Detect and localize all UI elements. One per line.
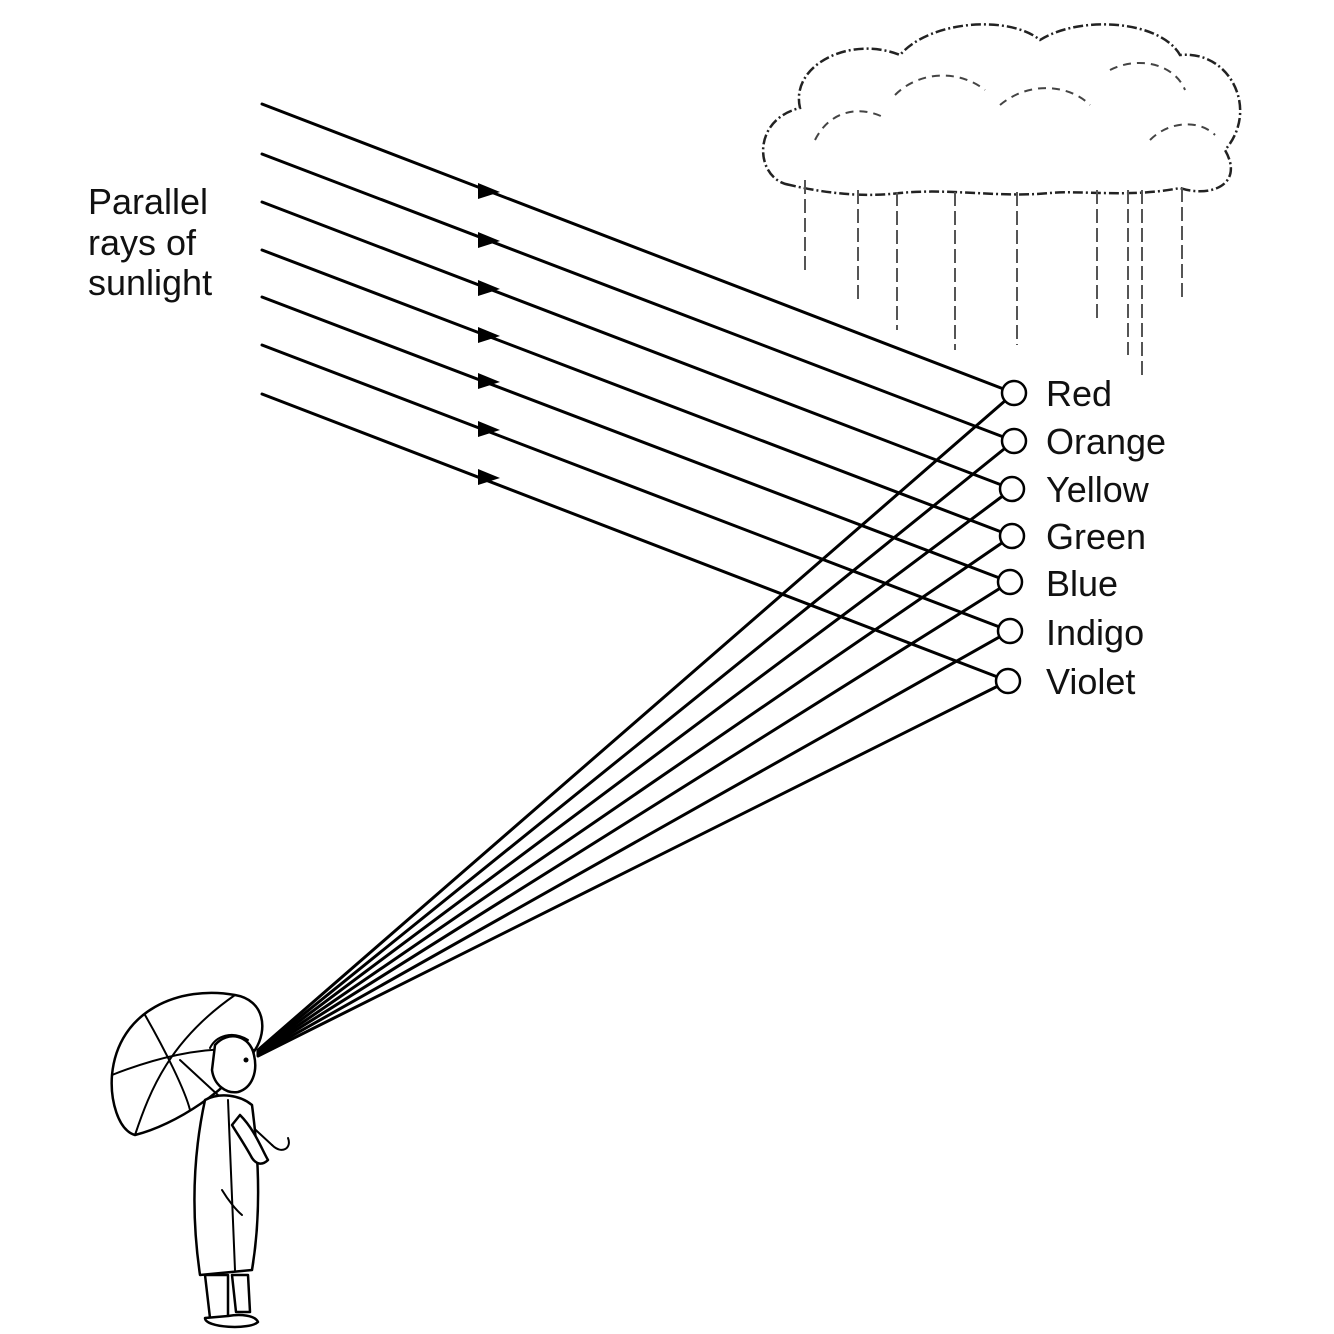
reflected-ray-orange bbox=[256, 439, 1016, 1053]
color-label-yellow: Yellow bbox=[1046, 469, 1150, 510]
color-label-orange: Orange bbox=[1046, 421, 1166, 462]
rain-icon bbox=[804, 180, 1183, 375]
reflected-ray-red bbox=[256, 391, 1016, 1052]
raindrop-icon bbox=[998, 522, 1026, 550]
raindrop-icon bbox=[996, 568, 1024, 596]
incoming-ray-blue bbox=[260, 295, 1012, 584]
incoming-ray-red bbox=[260, 102, 1016, 395]
reflected-ray-violet bbox=[256, 679, 1010, 1058]
reflected-ray-yellow bbox=[256, 487, 1014, 1054]
color-label-red: Red bbox=[1046, 373, 1112, 414]
incoming-ray-indigo bbox=[260, 343, 1012, 633]
color-label-violet: Violet bbox=[1046, 661, 1135, 702]
color-labels: Red Orange Yellow Green Blue Indigo Viol… bbox=[1046, 373, 1166, 702]
reflected-rays bbox=[256, 391, 1016, 1058]
color-label-green: Green bbox=[1046, 516, 1146, 557]
observer-with-umbrella-icon bbox=[110, 991, 290, 1329]
raindrops bbox=[994, 379, 1028, 695]
incoming-ray-violet bbox=[260, 392, 1010, 683]
incoming-ray-green bbox=[260, 248, 1014, 538]
raindrop-icon bbox=[1000, 427, 1028, 455]
incoming-ray-yellow bbox=[260, 200, 1014, 491]
raindrop-icon bbox=[998, 475, 1026, 503]
sunlight-label: Parallel rays of sunlight bbox=[88, 181, 218, 303]
ray-arrows bbox=[478, 183, 500, 485]
reflected-ray-blue bbox=[256, 580, 1012, 1056]
cloud-icon bbox=[761, 23, 1242, 197]
raindrop-icon bbox=[994, 667, 1022, 695]
raindrop-icon bbox=[1000, 379, 1028, 407]
reflected-ray-indigo bbox=[256, 629, 1012, 1057]
incoming-rays bbox=[260, 102, 1016, 683]
color-label-blue: Blue bbox=[1046, 563, 1118, 604]
reflected-ray-green bbox=[256, 534, 1014, 1055]
incoming-ray-orange bbox=[260, 152, 1016, 443]
color-label-indigo: Indigo bbox=[1046, 612, 1144, 653]
raindrop-icon bbox=[996, 617, 1024, 645]
